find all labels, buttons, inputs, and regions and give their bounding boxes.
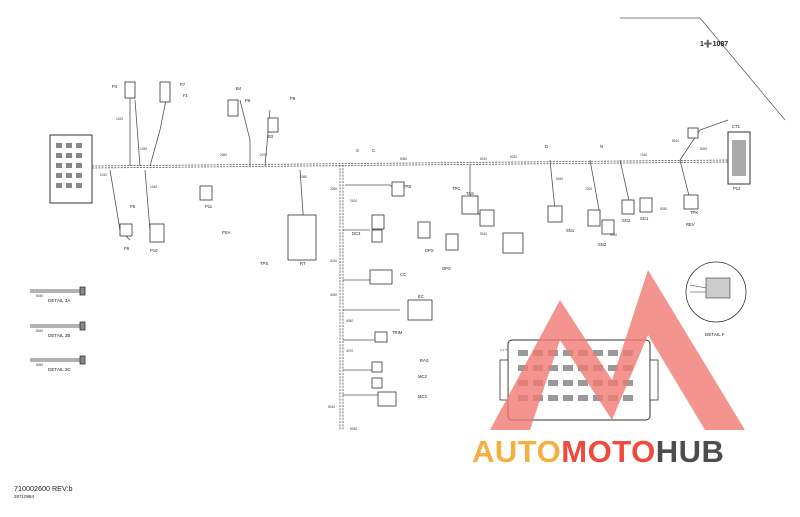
wire-code: 1040 bbox=[150, 185, 157, 189]
watermark-auto: AUTO bbox=[472, 434, 562, 469]
label-tpk: TPK bbox=[690, 210, 698, 215]
label-p7: P7 bbox=[180, 82, 186, 87]
label-tpc: TPC bbox=[452, 186, 460, 191]
label-c: C bbox=[372, 148, 375, 153]
wire-code: 6020 bbox=[510, 155, 517, 159]
detail-cables bbox=[30, 286, 86, 365]
label-p12: P12 bbox=[733, 186, 741, 191]
wire-code: 2080 bbox=[300, 175, 307, 179]
wire-code: 6040 bbox=[556, 177, 563, 181]
detail-f bbox=[685, 261, 747, 323]
wire-code: 1020 bbox=[116, 117, 123, 121]
label-tpb: TPB bbox=[403, 184, 411, 189]
label-mc3: MC3 bbox=[418, 394, 428, 399]
wire-code: 8020 bbox=[700, 147, 707, 151]
label-b3: B3 bbox=[268, 134, 274, 139]
label-d: D bbox=[545, 144, 548, 149]
label-trim: TRIM bbox=[392, 330, 403, 335]
label-tas: TAS bbox=[466, 191, 474, 196]
detail-3c-label: DETAIL 3C bbox=[48, 367, 71, 372]
watermark-text: AUTOMOTOHUB bbox=[472, 434, 724, 470]
watermark-moto: MOTO bbox=[561, 434, 656, 469]
wire-code: 1030 bbox=[140, 147, 147, 151]
label-dps: DPS bbox=[425, 248, 434, 253]
label-sg1: SG1 bbox=[640, 216, 649, 221]
ecm-connector-left bbox=[49, 134, 93, 204]
label-psa: PSA bbox=[222, 230, 231, 235]
label-ec: EC bbox=[418, 294, 424, 299]
label-p9: P9 bbox=[124, 246, 130, 251]
watermark-logo-icon bbox=[490, 270, 745, 430]
label-cc: CC bbox=[400, 272, 406, 277]
wire-code: 6010 bbox=[480, 157, 487, 161]
wire-code: 2090 bbox=[330, 187, 337, 191]
label-p10: P10 bbox=[150, 248, 158, 253]
wire-code: 5010 bbox=[328, 405, 335, 409]
label-f1: F1 bbox=[183, 93, 189, 98]
label-sn2: SN2 bbox=[598, 242, 607, 247]
wire-code: 5030 bbox=[350, 427, 357, 431]
wire-code: 4010 bbox=[330, 259, 337, 263]
detail-f-label: DETAIL F bbox=[705, 332, 725, 337]
wire-code: 4070 bbox=[346, 349, 353, 353]
label-sn1: SN1 bbox=[566, 228, 575, 233]
wire-code: 8030 bbox=[36, 294, 43, 298]
label-ct1: CT1 bbox=[732, 124, 741, 129]
label-p11: P11 bbox=[205, 204, 213, 209]
label-s: S bbox=[356, 148, 359, 153]
detail-3b-label: DETAIL 3B bbox=[48, 333, 70, 338]
wire-code: 8010 bbox=[672, 139, 679, 143]
wire-code: 7040 bbox=[640, 153, 647, 157]
label-p4: P4 bbox=[112, 84, 118, 89]
label-p5: P5 bbox=[130, 204, 136, 209]
detail-3a-label: DETAIL 3A bbox=[48, 298, 71, 303]
wire-code: 9010 bbox=[480, 232, 487, 236]
connector-right bbox=[727, 131, 751, 185]
document-sub-number: 28710984 bbox=[14, 494, 35, 499]
components bbox=[119, 81, 699, 407]
wire-code: 2060 bbox=[220, 153, 227, 157]
watermark-hub: HUB bbox=[655, 434, 725, 469]
label-sg2: SG2 bbox=[622, 218, 631, 223]
part-reference: 1➕1087 bbox=[700, 41, 729, 48]
label-dc3: DC3 bbox=[352, 231, 361, 236]
label-mc2: MC2 bbox=[418, 374, 428, 379]
label-p8: P8 bbox=[290, 96, 296, 101]
wire-code: 4030 bbox=[330, 293, 337, 297]
wire-code: 9030 bbox=[660, 207, 667, 211]
wire-code: 4050 bbox=[346, 319, 353, 323]
label-ras: RAS bbox=[420, 358, 429, 363]
label-n: N bbox=[600, 144, 603, 149]
wire-code: 8040 bbox=[36, 329, 43, 333]
wire-code: 5050 bbox=[400, 157, 407, 161]
document-number: 710002600 REV:b bbox=[14, 484, 73, 493]
wire-code: 2070 bbox=[260, 153, 267, 157]
label-p6: P6 bbox=[245, 98, 251, 103]
label-b4: B4 bbox=[236, 86, 242, 91]
label-ops: OPS bbox=[442, 266, 451, 271]
label-rt: RT bbox=[300, 261, 306, 266]
label-rev: REV bbox=[686, 222, 695, 227]
wire-code: 7020 bbox=[585, 187, 592, 191]
wire-code: 8050 bbox=[36, 363, 43, 367]
label-tps: TPS bbox=[260, 261, 268, 266]
wire-code: 2100 bbox=[350, 199, 357, 203]
wire-code: 9020 bbox=[610, 233, 617, 237]
wire-code: 1010 bbox=[100, 173, 107, 177]
